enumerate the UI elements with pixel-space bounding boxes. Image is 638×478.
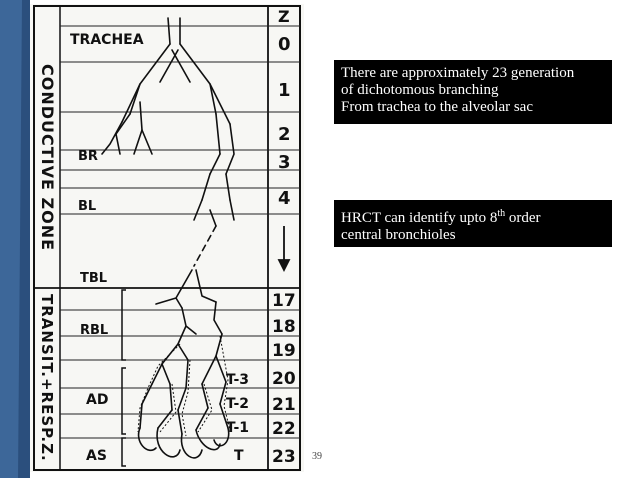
callout-text: HRCT can identify upto 8 — [341, 210, 498, 226]
airway-tree — [101, 17, 235, 459]
down-arrow-icon — [277, 226, 291, 273]
label-t: T — [234, 448, 244, 464]
label-t1: T-1 — [226, 420, 249, 436]
generation-number: 0 — [278, 34, 291, 55]
generation-number: 19 — [272, 341, 296, 361]
label-rbl: RBL — [80, 323, 108, 338]
generation-header-z: Z — [278, 7, 290, 26]
label-bl: BL — [78, 199, 96, 214]
diagram-svg: CONDUCTIVE ZONE TRANSIT.+RESP.Z. TRACHEA… — [33, 5, 301, 471]
generation-lines — [60, 25, 300, 439]
callout-superscript: th — [497, 208, 506, 219]
label-br: BR — [78, 149, 98, 164]
slide-page-number: 39 — [312, 451, 322, 462]
label-t3: T-3 — [226, 372, 249, 388]
generation-number: 3 — [278, 152, 291, 173]
callout-line: HRCT can identify upto 8th order — [341, 205, 605, 227]
label-t2: T-2 — [226, 396, 249, 412]
conductive-zone-label: CONDUCTIVE ZONE — [38, 64, 57, 251]
airway-generation-diagram: CONDUCTIVE ZONE TRANSIT.+RESP.Z. TRACHEA… — [30, 4, 304, 472]
callout-hrct: HRCT can identify upto 8th order central… — [334, 200, 612, 247]
generation-number: 4 — [278, 188, 291, 209]
label-tbl: TBL — [80, 271, 107, 286]
generation-number: 2 — [278, 124, 291, 145]
callout-line: of dichotomous branching — [341, 82, 499, 98]
transitional-zone-label: TRANSIT.+RESP.Z. — [38, 294, 56, 462]
generation-number: 18 — [272, 317, 296, 337]
callout-text: order — [505, 210, 541, 226]
generation-number: 1 — [278, 80, 291, 101]
label-ad: AD — [86, 392, 108, 408]
label-as: AS — [86, 448, 107, 464]
background-swoosh-light — [0, 0, 22, 478]
diagram-frame — [33, 5, 301, 471]
generation-number: 17 — [272, 291, 296, 311]
alveoli-texture — [137, 335, 231, 437]
generation-number: 20 — [272, 369, 296, 389]
callout-generations: There are approximately 23 generation of… — [334, 60, 612, 124]
generation-number: 22 — [272, 419, 296, 439]
generation-number: 21 — [272, 395, 296, 415]
generation-number: 23 — [272, 447, 296, 467]
callout-line: From trachea to the alveolar sac — [341, 99, 533, 115]
label-trachea: TRACHEA — [70, 32, 144, 48]
callout-line: central bronchioles — [341, 227, 456, 243]
callout-line: There are approximately 23 generation — [341, 65, 575, 81]
brackets — [121, 289, 126, 467]
